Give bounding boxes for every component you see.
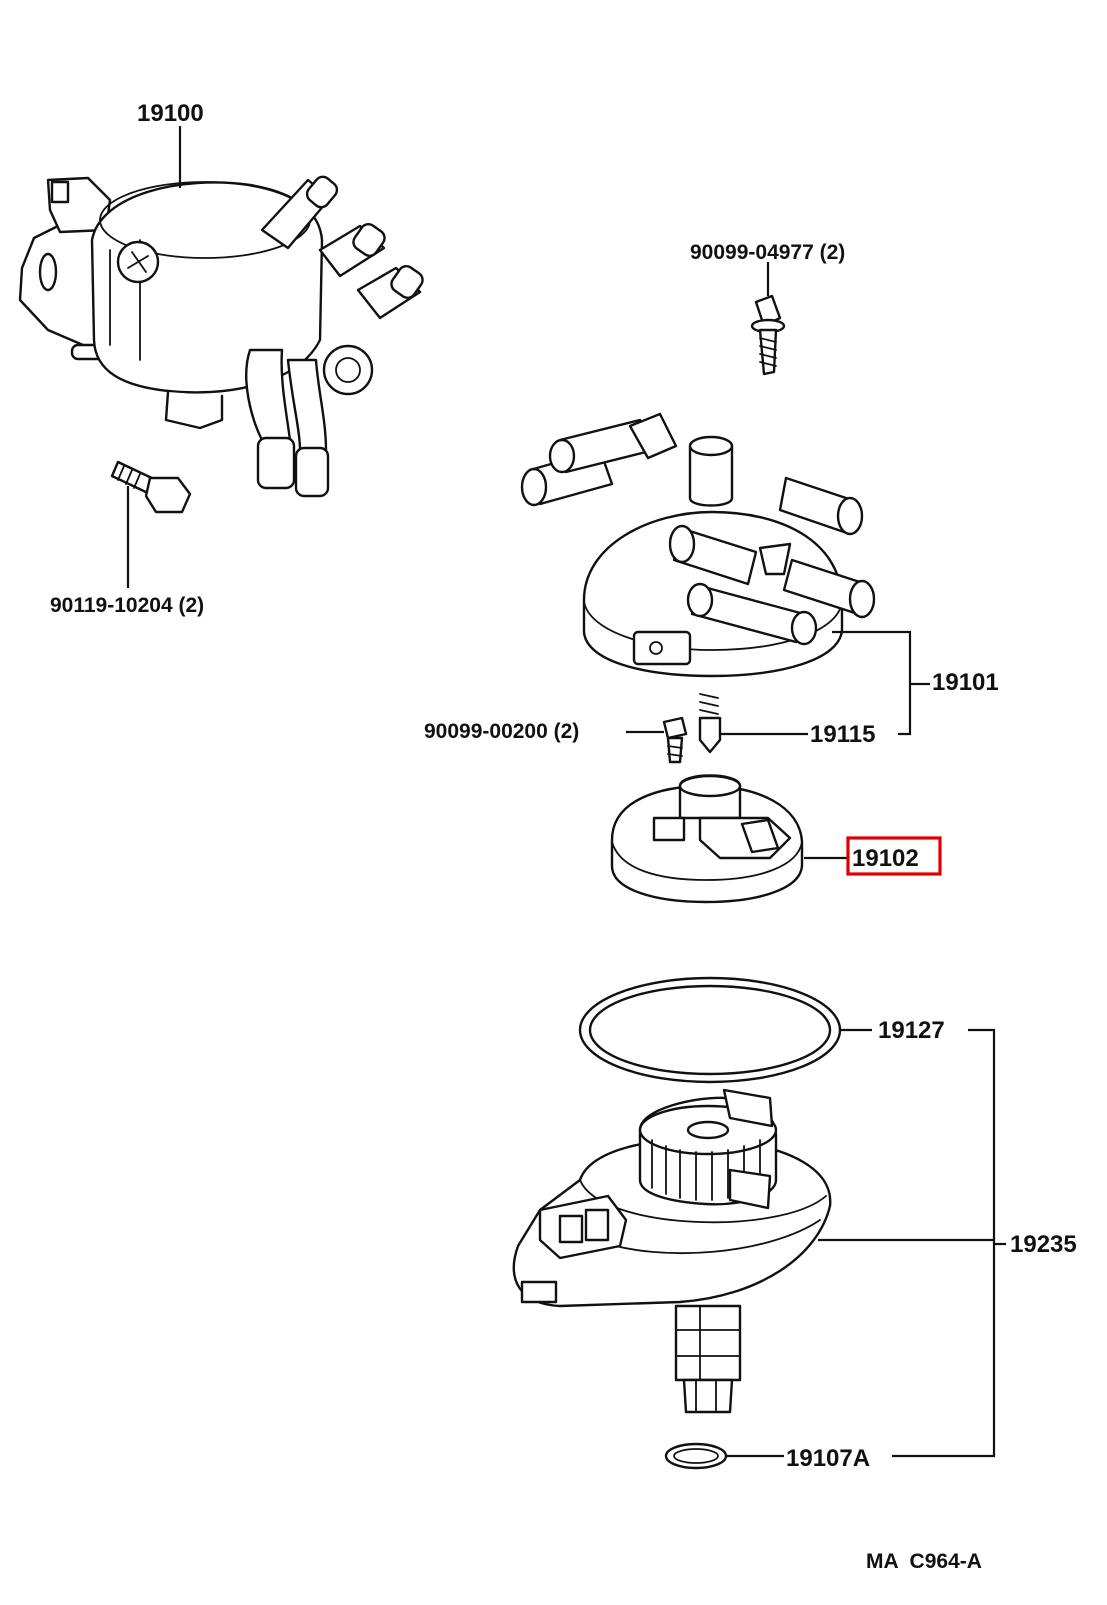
- label-rotor: 19102: [852, 845, 919, 872]
- small-screw-drawing: [662, 716, 688, 764]
- cap-screw-drawing: [750, 294, 786, 376]
- label-housing: 19235: [1010, 1231, 1077, 1258]
- label-screw-top: 90099-04977 (2): [690, 241, 845, 264]
- housing-drawing: [512, 1088, 832, 1414]
- carbon-brush-drawing: [698, 693, 722, 754]
- label-assembly: 19100: [137, 100, 204, 127]
- gasket-drawing: [578, 976, 842, 1084]
- flange-bolt-drawing: [110, 460, 192, 514]
- rotor-drawing: [610, 774, 804, 904]
- label-gasket: 19127: [878, 1017, 945, 1044]
- figure-code: MA C964-A: [866, 1550, 982, 1573]
- oring-drawing: [664, 1442, 728, 1470]
- label-oring: 19107A: [786, 1445, 870, 1472]
- leader-cap-bracket: [832, 630, 912, 736]
- label-cap: 19101: [932, 669, 999, 696]
- label-bolt: 90119-10204 (2): [50, 594, 204, 617]
- label-small-screw: 90099-00200 (2): [424, 720, 579, 743]
- distributor-assembly-drawing: [18, 175, 424, 498]
- leader-housing-bracket: [892, 1028, 996, 1458]
- highlight-box: [846, 836, 942, 876]
- distributor-cap-drawing: [520, 412, 876, 678]
- label-brush: 19115: [810, 721, 875, 748]
